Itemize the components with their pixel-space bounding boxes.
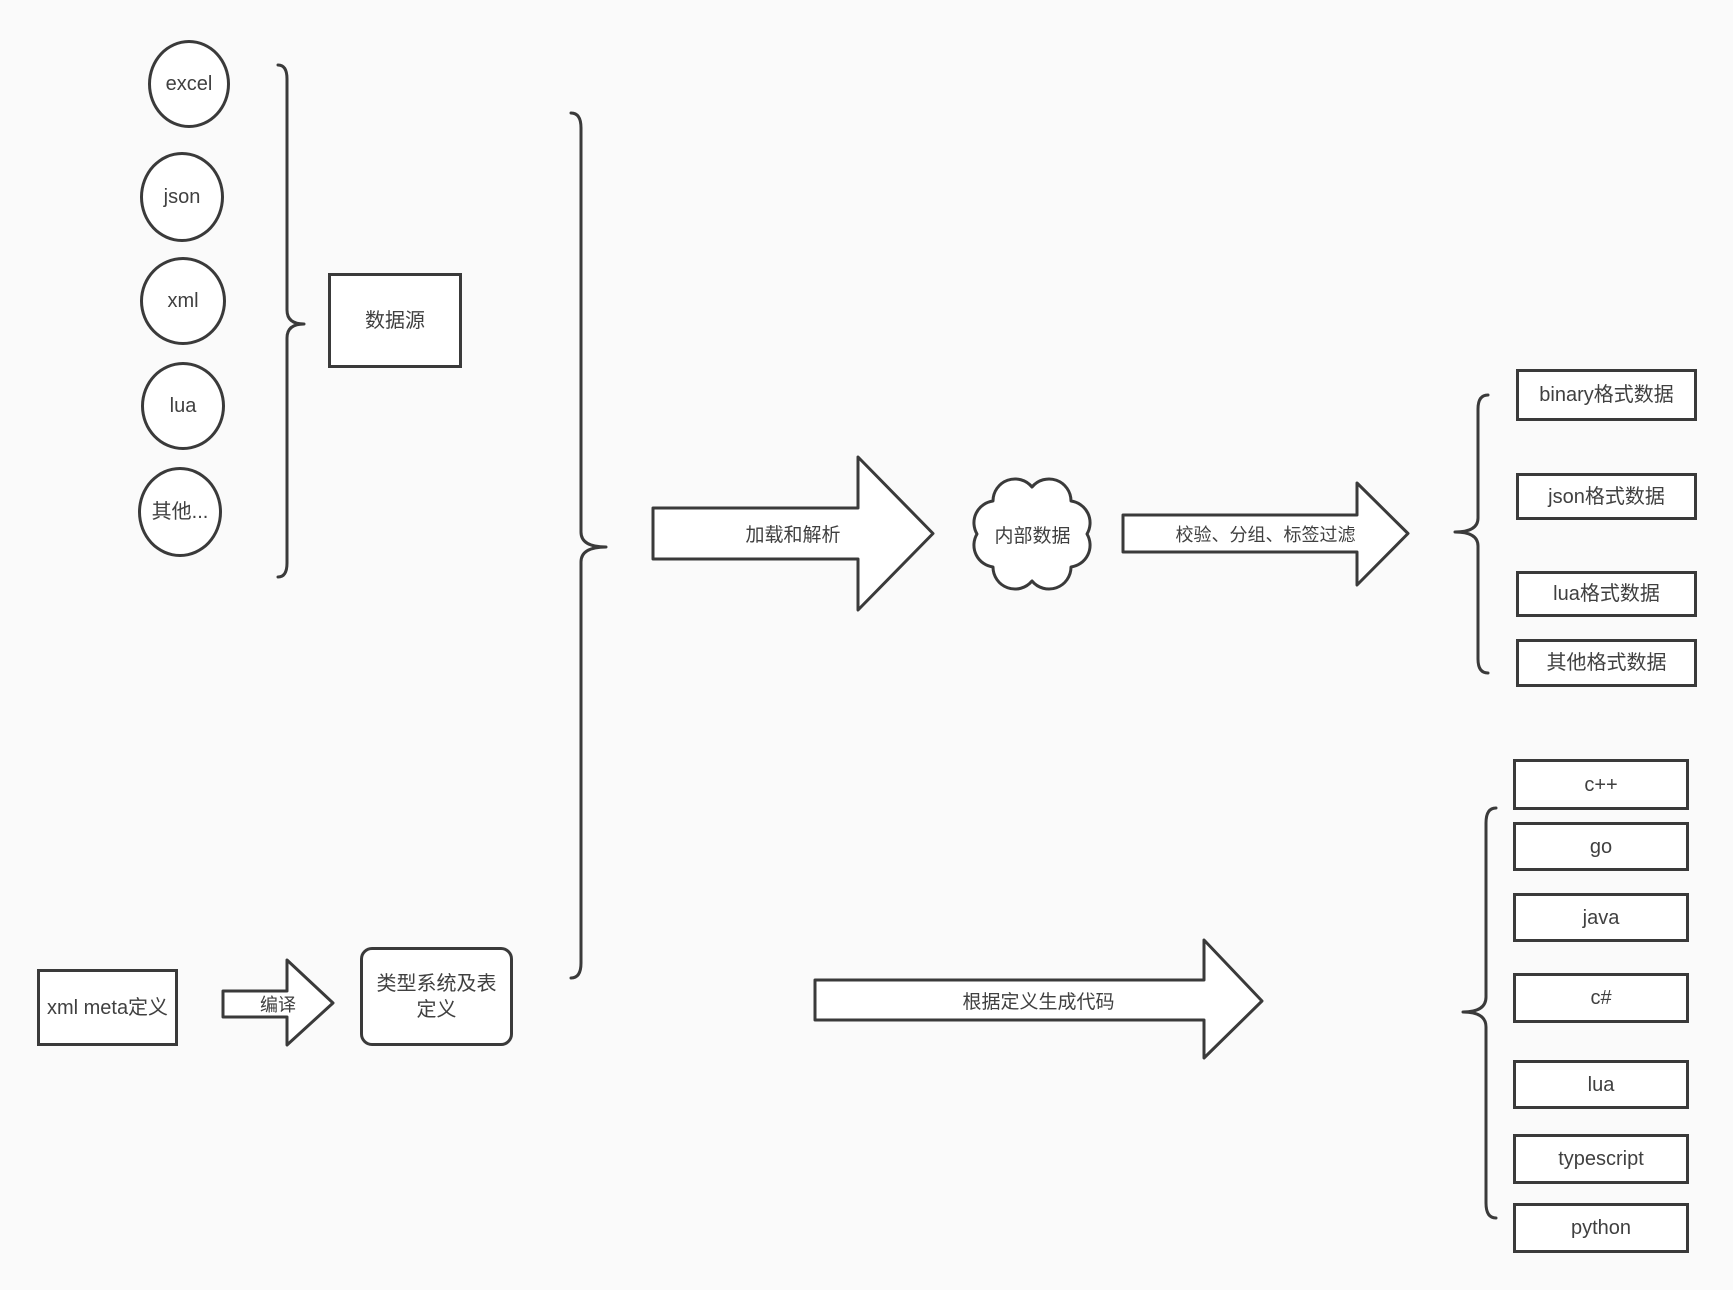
type-system-box: 类型系统及表定义 [360, 947, 513, 1046]
output-box-lua: lua格式数据 [1516, 571, 1697, 617]
xml-meta-box-label: xml meta定义 [46, 996, 169, 1019]
language-box-lua: lua [1513, 1060, 1689, 1109]
sources-group-brace [276, 63, 306, 579]
language-box-typescript: typescript [1513, 1134, 1689, 1184]
language-box-lua-label: lua [1587, 1073, 1615, 1096]
source-ellipse-excel: excel [148, 40, 230, 128]
source-ellipse-json-label: json [163, 186, 201, 208]
output-box-lua-label: lua格式数据 [1553, 583, 1660, 605]
generate-code-arrow [813, 938, 1264, 1060]
source-ellipse-other: 其他... [138, 467, 222, 557]
inputs-big-brace [569, 111, 608, 980]
source-ellipse-lua: lua [141, 362, 225, 450]
internal-data-cloud [972, 477, 1092, 591]
datasource-box: 数据源 [328, 273, 462, 368]
language-box-go-label: go [1589, 835, 1613, 858]
output-box-other: 其他格式数据 [1516, 639, 1697, 687]
xml-meta-box: xml meta定义 [37, 969, 178, 1046]
language-box-python-label: python [1570, 1217, 1632, 1239]
languages-brace [1461, 806, 1498, 1220]
source-ellipse-excel-label: excel [165, 73, 213, 95]
source-ellipse-other-label: 其他... [151, 501, 209, 523]
language-box-python: python [1513, 1203, 1689, 1253]
source-ellipse-xml-label: xml [167, 290, 199, 312]
source-ellipse-xml: xml [140, 257, 226, 345]
output-box-other-label: 其他格式数据 [1546, 652, 1667, 674]
output-box-binary: binary格式数据 [1516, 369, 1697, 421]
filter-arrow [1121, 481, 1410, 587]
type-system-box-label: 类型系统及表定义 [376, 972, 497, 1021]
load-parse-arrow [651, 455, 935, 612]
language-box-csharp-label: c# [1590, 987, 1612, 1009]
language-box-csharp: c# [1513, 973, 1689, 1023]
datasource-box-label: 数据源 [365, 309, 425, 332]
compile-arrow [221, 958, 335, 1047]
language-box-java-label: java [1582, 906, 1620, 929]
language-box-go: go [1513, 822, 1689, 871]
language-box-cpp: c++ [1513, 759, 1689, 810]
language-box-typescript-label: typescript [1558, 1148, 1644, 1170]
output-box-json: json格式数据 [1516, 473, 1697, 520]
internal-data-cloud-label: 内部数据 [994, 526, 1071, 547]
output-formats-brace [1453, 393, 1490, 675]
language-box-cpp-label: c++ [1584, 773, 1618, 796]
output-box-binary-label: binary格式数据 [1539, 384, 1674, 406]
output-box-json-label: json格式数据 [1548, 485, 1665, 508]
source-ellipse-json: json [140, 152, 224, 242]
source-ellipse-lua-label: lua [169, 395, 197, 417]
language-box-java: java [1513, 893, 1689, 942]
